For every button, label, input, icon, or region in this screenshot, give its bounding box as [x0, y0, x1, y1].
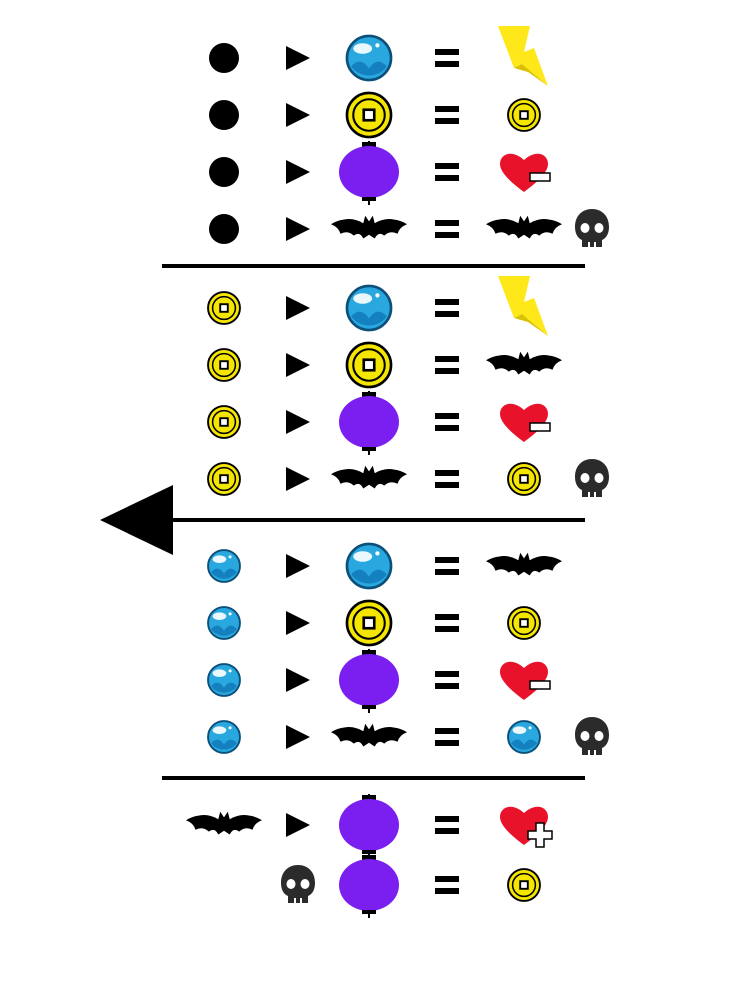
- play-arrow-icon: [286, 296, 310, 320]
- play-arrow-icon: [286, 160, 310, 184]
- equals-icon: [435, 220, 459, 238]
- equals-icon: [435, 728, 459, 746]
- bat-icon: [331, 723, 407, 747]
- gold-coin-icon: [207, 462, 241, 496]
- play-arrow-icon: [286, 554, 310, 578]
- blue-orb-icon: [507, 720, 541, 754]
- blue-orb-icon: [207, 720, 241, 754]
- heart-plus-icon: [500, 806, 553, 848]
- skull-icon: [575, 717, 609, 755]
- gold-coin-icon: [507, 868, 541, 902]
- black-dot-icon: [209, 43, 239, 73]
- play-arrow-icon: [286, 725, 310, 749]
- blue-orb-icon: [345, 34, 393, 82]
- blue-orb-icon: [345, 542, 393, 590]
- black-dot-icon: [209, 157, 239, 187]
- blue-orb-icon: [345, 284, 393, 332]
- equals-icon: [435, 816, 459, 834]
- play-arrow-icon: [286, 467, 310, 491]
- play-arrow-icon: [286, 103, 310, 127]
- equals-icon: [435, 470, 459, 488]
- skull-icon: [281, 865, 315, 903]
- heart-minus-icon: [500, 661, 551, 700]
- rule-row: [209, 26, 548, 86]
- section-orb: [207, 542, 609, 755]
- equals-icon: [435, 163, 459, 181]
- section-bat-lantern: [186, 794, 553, 918]
- bat-icon: [486, 552, 562, 576]
- gold-coin-icon: [345, 599, 393, 647]
- gold-coin-icon: [507, 462, 541, 496]
- purple-lantern-icon: [339, 649, 399, 713]
- equals-icon: [435, 356, 459, 374]
- play-arrow-icon: [286, 353, 310, 377]
- equals-icon: [435, 299, 459, 317]
- equals-icon: [435, 413, 459, 431]
- rule-row: [209, 91, 541, 139]
- rule-row: [281, 854, 541, 918]
- section-black-dot: [209, 26, 609, 247]
- purple-lantern-icon: [339, 391, 399, 455]
- gold-coin-icon: [207, 291, 241, 325]
- bat-icon: [331, 215, 407, 239]
- gold-coin-icon: [507, 98, 541, 132]
- section-coin: [207, 276, 609, 497]
- heart-minus-icon: [500, 153, 551, 192]
- gold-coin-icon: [507, 606, 541, 640]
- play-arrow-icon: [286, 611, 310, 635]
- purple-lantern-icon: [339, 854, 399, 918]
- rule-row: [207, 649, 551, 713]
- equals-icon: [435, 106, 459, 124]
- black-dot-icon: [209, 214, 239, 244]
- rule-row: [207, 276, 548, 336]
- blue-orb-icon: [207, 549, 241, 583]
- rule-row: [209, 141, 551, 205]
- blue-orb-icon: [207, 663, 241, 697]
- heart-minus-icon: [500, 403, 551, 442]
- rule-row: [186, 794, 553, 858]
- play-arrow-icon: [286, 217, 310, 241]
- rule-row: [207, 599, 541, 647]
- play-arrow-icon: [286, 410, 310, 434]
- skull-icon: [575, 209, 609, 247]
- rule-row: [209, 209, 609, 247]
- gold-coin-icon: [345, 91, 393, 139]
- rule-row: [207, 459, 609, 497]
- skull-icon: [575, 459, 609, 497]
- bat-icon: [331, 465, 407, 489]
- dividers: [100, 264, 585, 780]
- equals-icon: [435, 614, 459, 632]
- purple-lantern-icon: [339, 794, 399, 858]
- equals-icon: [435, 49, 459, 67]
- gold-coin-icon: [207, 348, 241, 382]
- play-arrow-icon: [286, 668, 310, 692]
- gold-coin-icon: [345, 341, 393, 389]
- rule-row: [207, 542, 562, 590]
- rule-rows: [186, 26, 609, 918]
- bat-icon: [486, 351, 562, 375]
- play-arrow-icon: [286, 46, 310, 70]
- bat-icon: [486, 215, 562, 239]
- bat-icon: [186, 811, 262, 835]
- rule-row: [207, 391, 551, 455]
- gold-coin-icon: [207, 405, 241, 439]
- equals-icon: [435, 671, 459, 689]
- lightning-bolt-icon: [498, 276, 548, 336]
- lightning-bolt-icon: [498, 26, 548, 86]
- purple-lantern-icon: [339, 141, 399, 205]
- equals-icon: [435, 557, 459, 575]
- play-arrow-icon: [286, 813, 310, 837]
- equals-icon: [435, 876, 459, 894]
- left-arrow-divider: [100, 485, 585, 555]
- left-arrow-icon: [100, 485, 173, 555]
- rule-row: [207, 341, 562, 389]
- rule-row: [207, 717, 609, 755]
- black-dot-icon: [209, 100, 239, 130]
- blue-orb-icon: [207, 606, 241, 640]
